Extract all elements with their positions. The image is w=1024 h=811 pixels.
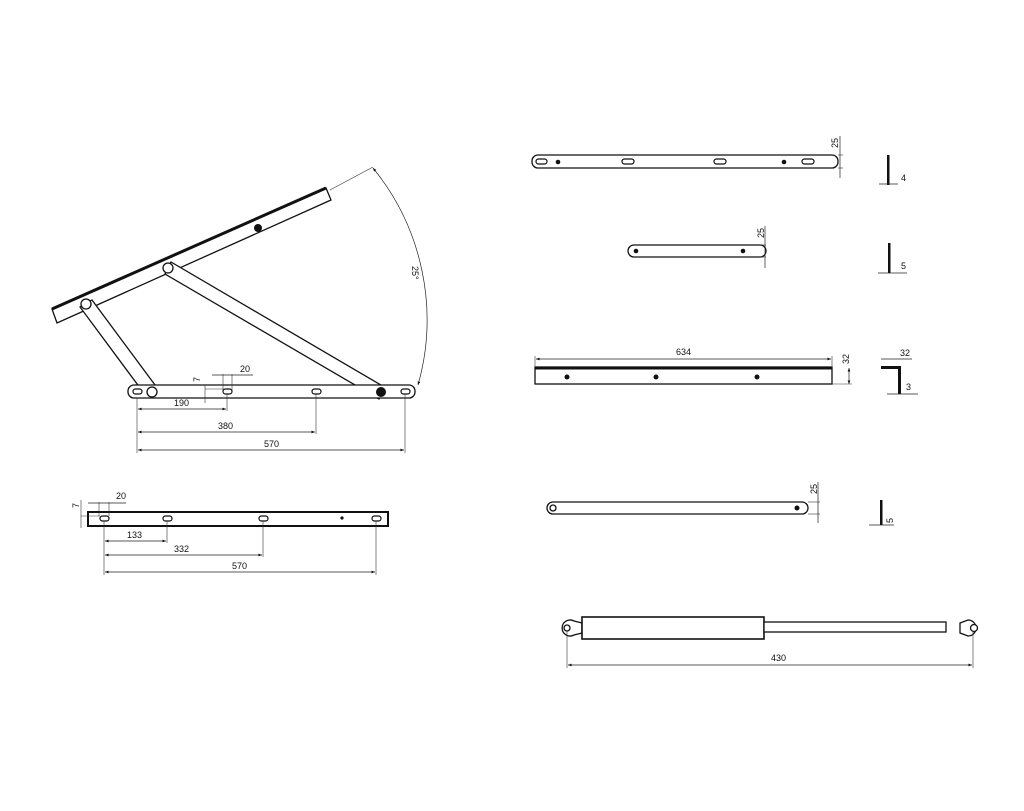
angle-bar-view: 634 32 32 3 [534, 347, 918, 395]
pivot [162, 262, 174, 274]
pivot [146, 386, 158, 398]
long-link-view: 25 5 [546, 482, 895, 526]
slot-width-dimension: 20 [240, 364, 250, 374]
slot-width-dimension: 20 [116, 491, 126, 501]
thickness-dimension: 5 [885, 518, 895, 523]
width-dimension: 25 [830, 138, 840, 148]
width-dimension: 25 [756, 228, 766, 238]
slot-height-dimension: 7 [71, 503, 81, 508]
length-dimension: 634 [676, 347, 691, 357]
assembly-view: 25° 7 20 190 380 570 [51, 166, 428, 453]
long-bar-view: 25 4 [531, 136, 906, 185]
short-link [79, 299, 159, 397]
length-dimension: 430 [771, 653, 786, 663]
angle-bar [534, 366, 833, 385]
piston-rod [763, 621, 947, 633]
slot-height-dimension: 7 [192, 377, 202, 382]
short-link-part [627, 244, 767, 258]
angle-dimension: 25° [410, 266, 420, 280]
dimension-380: 380 [218, 421, 233, 431]
base-bar [127, 384, 416, 399]
height-dimension: 32 [841, 354, 851, 364]
flange-dimension: 32 [900, 348, 910, 358]
width-dimension: 25 [809, 484, 819, 494]
dimension-570: 570 [264, 439, 279, 449]
pivot [376, 387, 386, 397]
section-view [887, 155, 890, 185]
base-plate [87, 511, 389, 527]
section-view [881, 366, 901, 394]
long-link-part [546, 501, 809, 515]
short-link-view: 25 5 [627, 226, 907, 274]
thickness-dimension: 3 [906, 382, 911, 392]
dimension-190: 190 [174, 398, 189, 408]
gas-spring-view: 430 [561, 616, 979, 668]
thickness-dimension: 5 [901, 261, 906, 271]
section-view [880, 500, 883, 525]
pivot [80, 298, 92, 310]
dimension-570: 570 [232, 561, 247, 571]
dimension-332: 332 [174, 544, 189, 554]
thickness-dimension: 4 [901, 173, 906, 183]
dimension-133: 133 [127, 530, 142, 540]
section-view [888, 243, 891, 273]
base-plate-view: 7 20 133 332 570 [71, 491, 389, 575]
long-bar [531, 154, 839, 169]
cylinder [581, 616, 765, 640]
lid-hole [254, 224, 262, 232]
